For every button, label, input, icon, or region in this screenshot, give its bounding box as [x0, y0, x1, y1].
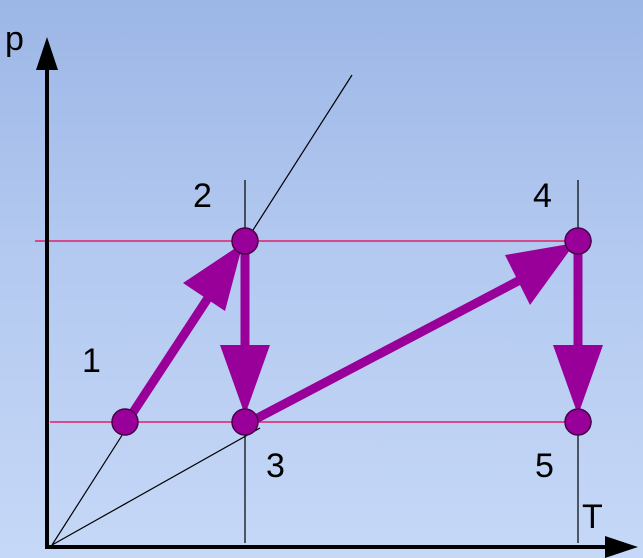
isochore-3-4 — [51, 427, 261, 546]
process-arrowhead-4-5-icon — [553, 345, 603, 415]
process-arrow-3-4 — [247, 276, 523, 426]
process-arrow-1-2 — [124, 295, 212, 423]
process-arrowhead-2-3-icon — [220, 345, 270, 415]
x-axis-label: T — [582, 498, 603, 536]
state-point-5 — [564, 408, 592, 436]
state-point-1 — [111, 408, 139, 436]
process-arrowhead-3-4-icon — [505, 243, 575, 305]
y-axis-arrow-icon — [36, 37, 58, 70]
state-point-4 — [564, 227, 592, 255]
point-label-1: 1 — [82, 342, 101, 380]
point-label-4: 4 — [533, 177, 552, 215]
y-axis-label: p — [5, 20, 24, 58]
x-axis-arrow-icon — [605, 536, 638, 558]
point-label-3: 3 — [266, 447, 285, 485]
process-arrowhead-1-2-icon — [183, 243, 243, 311]
point-label-2: 2 — [193, 177, 212, 215]
state-point-2 — [231, 227, 259, 255]
state-point-3 — [231, 408, 259, 436]
point-label-5: 5 — [535, 447, 554, 485]
